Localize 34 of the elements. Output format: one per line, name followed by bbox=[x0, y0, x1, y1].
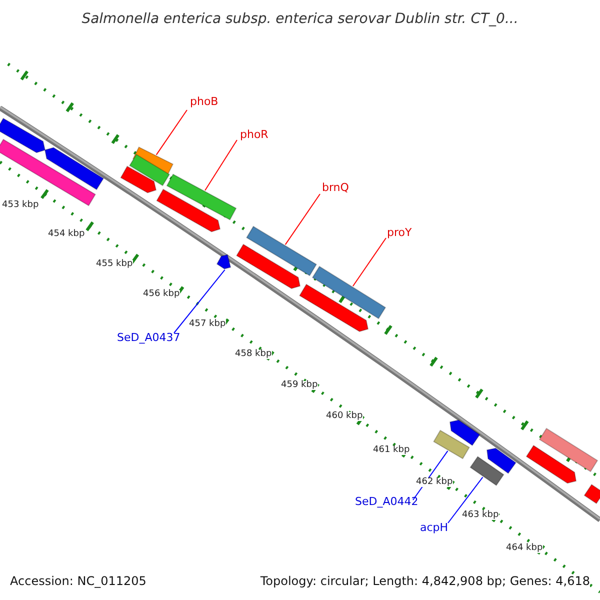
leader-line bbox=[448, 476, 484, 524]
scale-label: 458 kbp bbox=[235, 350, 272, 359]
leader-line bbox=[174, 269, 226, 334]
gene-bar bbox=[246, 226, 318, 276]
leader-line bbox=[284, 194, 320, 246]
gene-label: phoB bbox=[190, 96, 218, 107]
scale-label: 464 kbp bbox=[506, 544, 543, 553]
gene-label: SeD_A0437 bbox=[117, 332, 180, 343]
leader-line bbox=[204, 140, 238, 191]
scale-label: 461 kbp bbox=[373, 446, 410, 455]
scale-label: 460 kbp bbox=[326, 412, 363, 421]
scale-label: 454 kbp bbox=[48, 230, 85, 239]
scale-label: 456 kbp bbox=[143, 290, 180, 299]
gene-bar bbox=[433, 430, 470, 460]
gene-label: acpH bbox=[420, 522, 448, 533]
scale-label: 463 kbp bbox=[462, 511, 499, 520]
gene-label: phoR bbox=[240, 129, 268, 140]
gene-bar bbox=[312, 266, 386, 320]
genome-info-text: Topology: circular; Length: 4,842,908 bp; Genes: 4,618 bbox=[260, 575, 590, 587]
title: Salmonella enterica subsp. enterica serovar Dublin str. CT_0... bbox=[80, 12, 520, 26]
scale-label: 462 kbp bbox=[416, 478, 453, 487]
scale-label: 457 kbp bbox=[189, 320, 226, 329]
scale-label: 453 kbp bbox=[2, 201, 39, 210]
leader-line bbox=[156, 110, 188, 156]
gene-label: brnQ bbox=[322, 182, 349, 193]
scale-label: 455 kbp bbox=[96, 260, 133, 269]
gene-bar bbox=[470, 456, 504, 486]
gene-label: proY bbox=[387, 227, 412, 238]
gene-bar bbox=[166, 174, 237, 220]
gene-label: SeD_A0442 bbox=[355, 496, 418, 507]
gene-block bbox=[216, 254, 232, 270]
leader-line bbox=[352, 238, 386, 287]
scale-label: 459 kbp bbox=[281, 381, 318, 390]
accession-text: Accession: NC_011205 bbox=[10, 575, 146, 587]
